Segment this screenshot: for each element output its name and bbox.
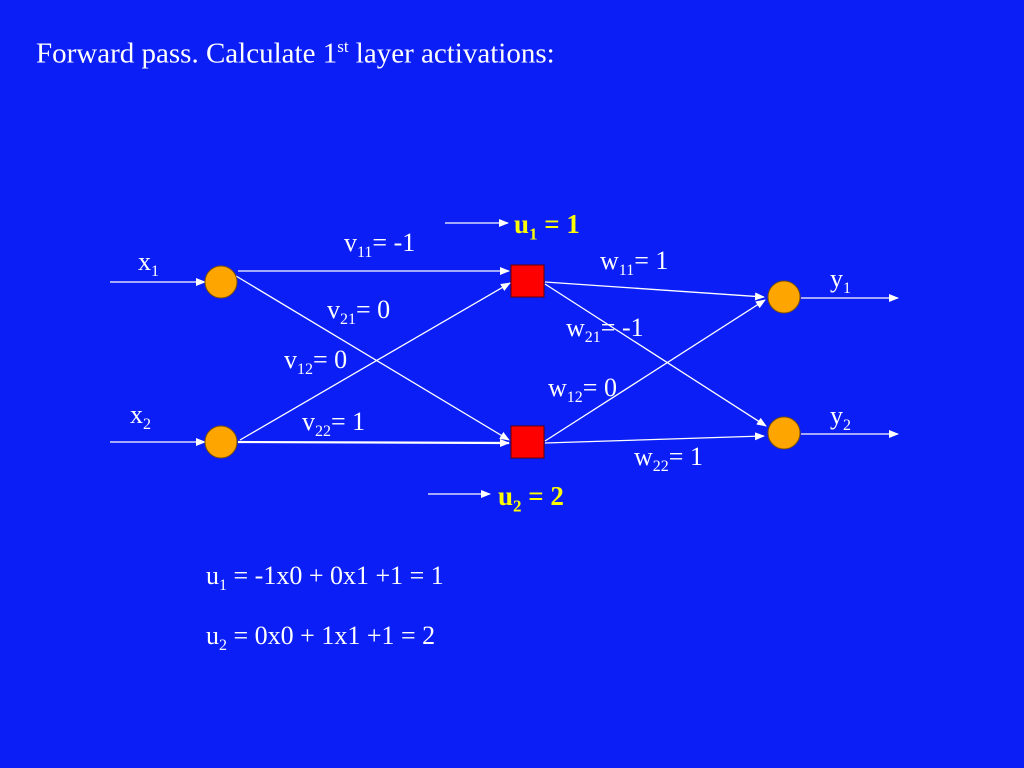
output-label-y2: y2 [830,401,851,435]
equation-u2: u2 = 0x0 + 1x1 +1 = 2 [206,621,436,655]
edge-w22 [544,432,765,444]
weight-label-w11: w11= 1 [600,246,669,280]
weight-label-w12: w12= 0 [548,373,617,407]
input-label-x1: x1 [138,247,159,281]
hidden-output-u1: u1 = 1 [514,209,580,244]
weight-label-v21: v21= 0 [327,295,391,329]
edge-v22 [237,438,510,447]
edge-v12 [239,282,511,441]
output-label-y1: y1 [830,264,851,298]
hidden-output-u2: u2 = 2 [498,481,564,516]
output-node-y1 [767,280,801,314]
output-node-y2 [767,416,801,450]
edge-v21 [235,275,510,441]
weight-label-v12: v12= 0 [284,345,348,379]
slide-title: Forward pass. Calculate 1st layer activa… [36,37,555,70]
edge-w11 [544,281,765,301]
input-label-x2: x2 [130,400,151,434]
weight-label-v11: v11= -1 [344,228,416,262]
input-node-x2 [204,425,238,459]
weight-label-v22: v22= 1 [302,407,366,441]
hidden-node-2 [510,425,545,459]
weight-label-w22: w22= 1 [634,442,703,476]
edge-w12 [544,299,766,442]
weight-label-w21: w21= -1 [566,313,644,347]
edge-w21 [544,283,767,427]
hidden-node-1 [510,264,545,298]
input-node-x1 [204,265,238,299]
equation-u1: u1 = -1x0 + 0x1 +1 = 1 [206,561,444,595]
